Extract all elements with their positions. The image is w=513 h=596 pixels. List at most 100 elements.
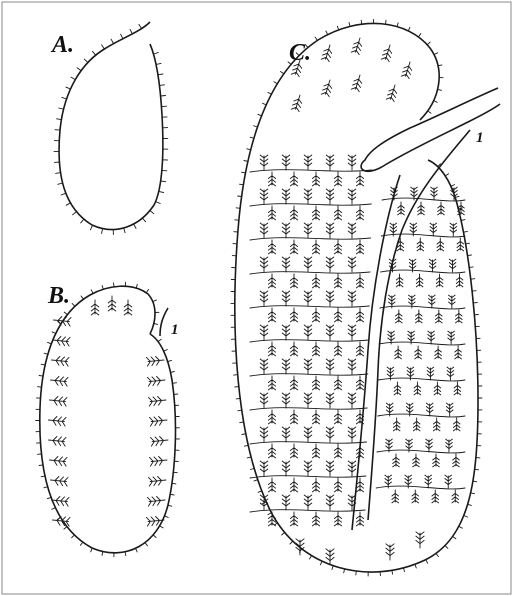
panel-b-bronchiole-tuft	[50, 457, 68, 467]
panel-c-bronchiole-tuft	[304, 223, 312, 238]
panel-c-bronchiole-tuft	[290, 172, 297, 186]
panel-c-bronchiole-tuft	[312, 444, 319, 458]
panel-c-bronchiole-rib	[378, 414, 465, 417]
panel-c-bronchiole-tuft	[452, 490, 459, 503]
panel-c-bronchiole-tuft	[291, 95, 301, 112]
panel-c-bronchiole-tuft	[432, 490, 439, 503]
panel-c-bronchiole-tuft	[260, 189, 268, 204]
panel-c-bronchiole-tuft	[356, 206, 363, 220]
panel-c-bronchiole-tuft	[426, 403, 433, 416]
panel-c-bronchiole-tuft	[395, 346, 402, 359]
panel-c-bronchiole-tuft	[304, 325, 312, 340]
panel-c-bronchiole-tuft	[282, 393, 290, 408]
panel-c-bronchiole-tuft	[326, 427, 334, 442]
panel-c-bronchiole-tuft	[348, 325, 356, 340]
panel-c-bronchiole-tuft	[290, 444, 297, 458]
panel-b-bronchiole-tuft	[53, 337, 71, 347]
panel-c-bronchiole-tuft	[260, 461, 268, 476]
panel-c-bronchiole-tuft	[416, 532, 424, 548]
panel-c-bronchiole-tuft	[260, 427, 268, 442]
panel-c-bronchiole-tuft	[426, 439, 433, 452]
panel-c-bronchiole-tuft	[312, 308, 319, 322]
panel-c-bronchiole-tuft	[449, 295, 456, 308]
panel-c-bronchiole-tuft	[334, 512, 341, 526]
panel-c-bronchiole-tuft	[348, 427, 356, 442]
panel-c-bronchiole-tuft	[326, 223, 334, 238]
panel-c-bronchiole-tuft	[348, 291, 356, 306]
panel-c-bronchiole-rib	[377, 450, 465, 453]
panel-c-bronchiole-tuft	[282, 461, 290, 476]
panel-b-label: B.	[47, 283, 70, 309]
panel-c-bronchiole-tuft	[430, 223, 437, 236]
panel-b-bronchiole-tuft	[54, 317, 72, 327]
panel-c-bronchiole-tuft	[446, 439, 453, 452]
panel-c-bronchiole-tuft	[290, 274, 297, 288]
panel-c-bronchiole-tuft	[268, 172, 275, 186]
panel-c-bronchiole-tuft	[282, 155, 290, 170]
panel-c-bronchiole-tuft	[268, 376, 275, 390]
panel-c-bronchiole-tuft	[386, 85, 396, 102]
panel-c-bronchiole-tuft	[386, 544, 394, 560]
panel-c-bronchiole-tuft	[334, 410, 341, 424]
panel-c-bronchiole-tuft	[268, 240, 275, 254]
panel-c-bronchiole-tuft	[326, 155, 334, 170]
panel-c-bronchiole-tuft	[326, 325, 334, 340]
panel-c-bronchiole-rib	[378, 378, 465, 381]
panel-b-bronchus	[160, 308, 168, 336]
panel-c-bronchiole-tuft	[416, 310, 423, 323]
panel-a-label: A.	[50, 32, 74, 58]
panel-c-bronchiole-tuft	[456, 310, 463, 323]
panel-c-bronchiole-tuft	[260, 393, 268, 408]
panel-c-bronchiole-tuft	[304, 393, 312, 408]
panel-c-bronchiole-tuft	[427, 367, 434, 380]
panel-c-bronchiole-rib	[250, 408, 367, 410]
panel-c-bronchiole-tuft	[401, 62, 411, 79]
panel-c-bronchiole-tuft	[416, 274, 423, 287]
panel-c-bronchiole-tuft	[438, 202, 445, 215]
panel-c-bronchiole-tuft	[326, 189, 334, 204]
panel-c-bronchiole-tuft	[445, 475, 452, 488]
panel-c-bronchiole-tuft	[268, 478, 275, 492]
panel-b-bronchiole-tuft	[49, 437, 67, 447]
panel-c-bronchiole-tuft	[312, 410, 319, 424]
panel-b-bronchiole-tuft	[124, 300, 132, 315]
panel-c-bronchiole-tuft	[356, 308, 363, 322]
panel-b-bronchiole-tuft	[149, 477, 167, 487]
panel-c-bronchiole-tuft	[282, 495, 290, 510]
panel-c-bronchiole-tuft	[428, 331, 435, 344]
panel-c-bronchiole-tuft	[304, 359, 312, 374]
panel-c-bronchiole-tuft	[268, 342, 275, 356]
panel-b-bronchioles	[36, 282, 180, 557]
panel-c-bronchiole-tuft	[450, 223, 457, 236]
panel-c-bronchiole-tuft	[260, 155, 268, 170]
panel-c-bronchiole-tuft	[437, 238, 444, 251]
panel-c-bronchiole-tuft	[304, 257, 312, 272]
panel-c-bronchiole-tuft	[334, 206, 341, 220]
panel-c-bronchiole-tuft	[436, 310, 443, 323]
panel-c-bronchiole-tuft	[326, 359, 334, 374]
panel-c-bronchiole-tuft	[334, 172, 341, 186]
panel-c-bronchiole-tuft	[312, 512, 319, 526]
panel-c-bronchiole-tuft	[415, 346, 422, 359]
panel-c-bronchiole-tuft	[268, 444, 275, 458]
panel-c-bronchiole-tuft	[290, 410, 297, 424]
panel-c-bronchiole-tuft	[260, 359, 268, 374]
panel-c-bronchiole-tuft	[268, 206, 275, 220]
panel-c-bronchiole-tuft	[351, 75, 361, 92]
panel-c-bronchiole-tuft	[312, 240, 319, 254]
panel-c-bronchiole-rib	[250, 340, 369, 342]
panel-a-lobe-outline	[59, 22, 163, 230]
panel-b-bronchiole-tuft	[148, 377, 166, 387]
panel-c-bronchiole-tuft	[393, 454, 400, 467]
panel-c-bronchiole-tuft	[356, 274, 363, 288]
panel-b-bronchiole-tuft	[51, 377, 69, 387]
panel-c-bronchiole-tuft	[417, 238, 424, 251]
panel-b-bronchiole-tuft	[150, 417, 168, 427]
panel-c-bronchiole-rib	[250, 170, 372, 172]
panel-c-bronchiole-tuft	[431, 187, 438, 200]
panel-b-bronchiole-tuft	[49, 417, 67, 427]
panel-c-bronchiole-tuft	[268, 274, 275, 288]
panel-c-bronchiole-tuft	[290, 206, 297, 220]
